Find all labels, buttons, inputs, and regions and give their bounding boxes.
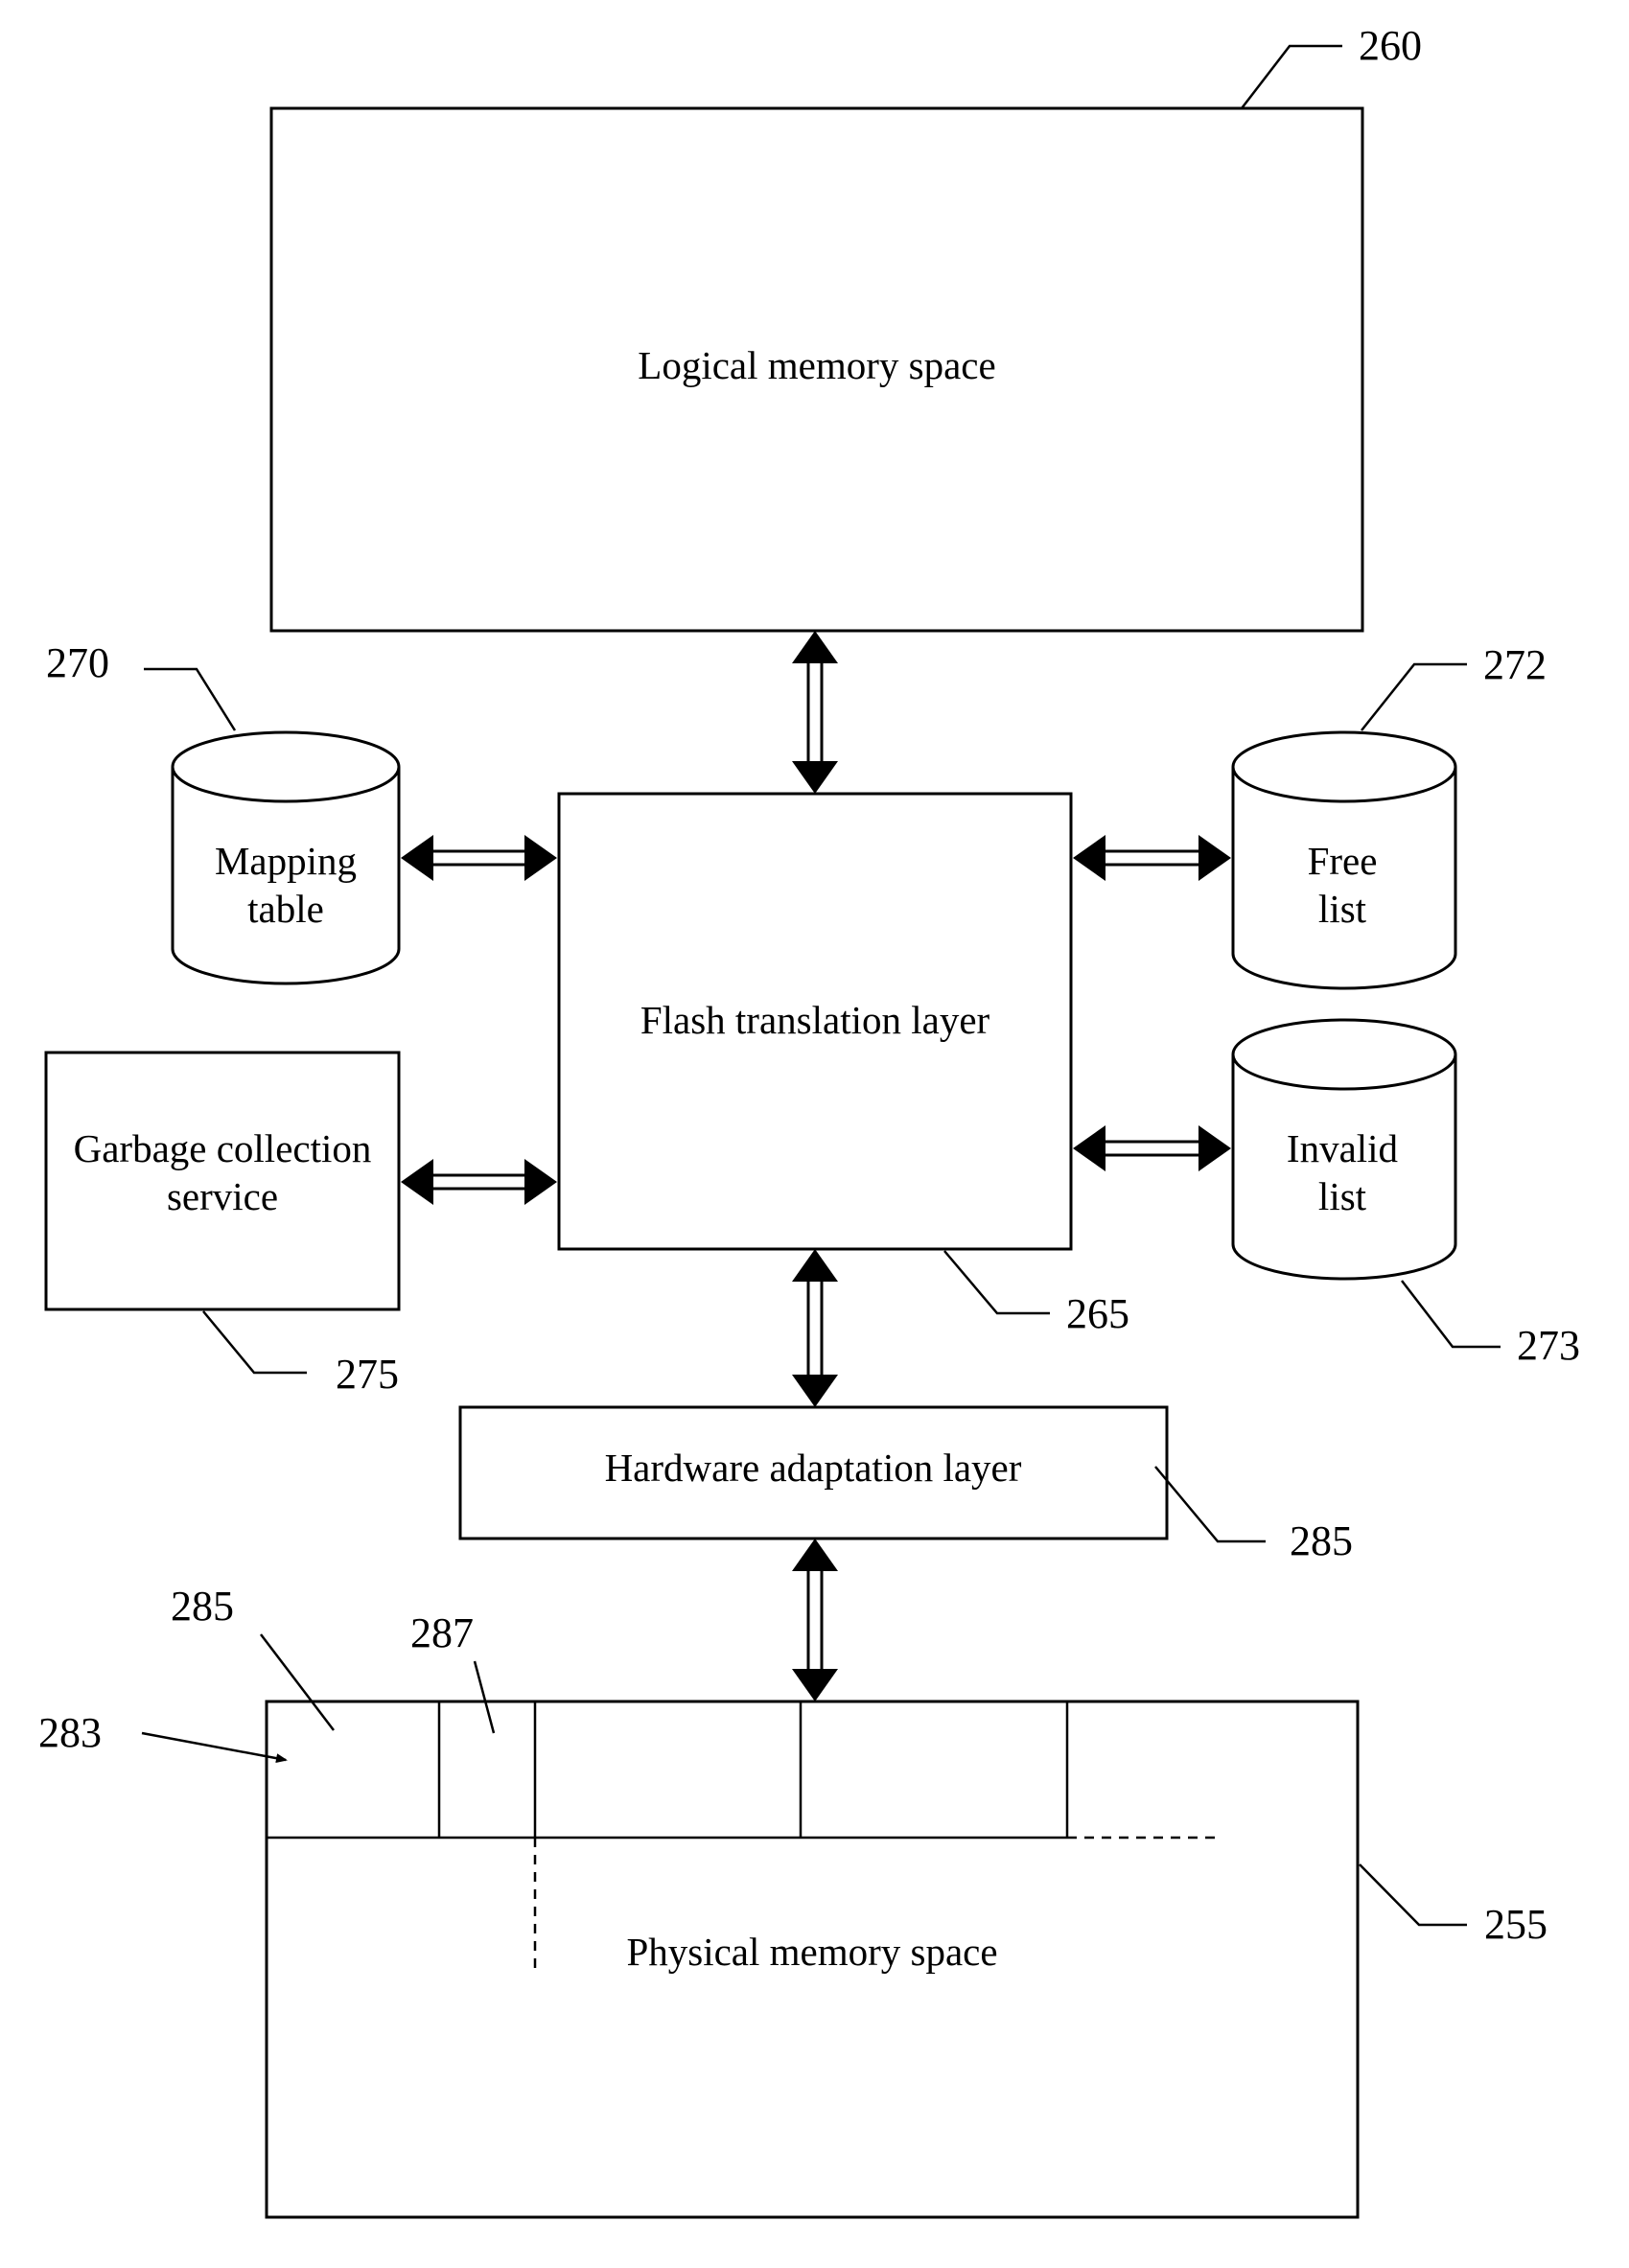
physical-memory-space-label: Physical memory space xyxy=(626,1930,997,1974)
arrow-ftl-hal xyxy=(792,1249,838,1407)
flash-translation-layer-block: Flash translation layer xyxy=(559,794,1071,1249)
arrow-mapping-ftl xyxy=(401,835,557,881)
ref-272-callout: 272 xyxy=(1361,641,1547,730)
arrow-hal-physical xyxy=(792,1539,838,1701)
arrow-gc-ftl xyxy=(401,1159,557,1205)
garbage-collection-service-block: Garbage collection service xyxy=(46,1053,399,1309)
ref-260-callout: 260 xyxy=(1242,22,1422,108)
arrow-logical-ftl xyxy=(792,631,838,794)
garbage-collection-label-line2: service xyxy=(167,1174,278,1218)
hardware-adaptation-layer-block: Hardware adaptation layer xyxy=(460,1407,1167,1539)
ref-285-hal: 285 xyxy=(1290,1517,1353,1564)
ref-283-callout: 283 xyxy=(38,1709,286,1760)
invalid-list-cylinder: Invalid list xyxy=(1233,1020,1455,1279)
flash-translation-layer-label: Flash translation layer xyxy=(640,998,990,1042)
ref-285-block: 285 xyxy=(171,1583,234,1630)
ref-255: 255 xyxy=(1484,1901,1548,1948)
free-list-label-line2: list xyxy=(1318,887,1367,931)
ref-255-callout: 255 xyxy=(1360,1864,1548,1948)
invalid-list-label-line2: list xyxy=(1318,1174,1367,1218)
mapping-table-label-line1: Mapping xyxy=(215,839,357,883)
ref-270: 270 xyxy=(46,639,109,686)
garbage-collection-label-line1: Garbage collection xyxy=(74,1126,372,1170)
physical-memory-space-block: Physical memory space xyxy=(267,1701,1358,2217)
ref-273: 273 xyxy=(1517,1322,1580,1369)
ref-275: 275 xyxy=(336,1351,399,1398)
logical-memory-space-label: Logical memory space xyxy=(638,343,995,387)
ref-287: 287 xyxy=(410,1609,474,1656)
logical-memory-space-block: Logical memory space xyxy=(271,108,1362,631)
arrow-free-ftl xyxy=(1073,835,1231,881)
free-list-cylinder: Free list xyxy=(1233,732,1455,988)
ref-273-callout: 273 xyxy=(1402,1281,1580,1369)
ref-283: 283 xyxy=(38,1709,102,1756)
ref-275-callout: 275 xyxy=(203,1311,399,1398)
ref-260: 260 xyxy=(1359,22,1422,69)
ref-265-callout: 265 xyxy=(944,1251,1129,1337)
hardware-adaptation-layer-label: Hardware adaptation layer xyxy=(605,1446,1022,1490)
free-list-label-line1: Free xyxy=(1308,839,1378,883)
ref-272: 272 xyxy=(1483,641,1547,688)
mapping-table-cylinder: Mapping table xyxy=(173,732,399,984)
invalid-list-label-line1: Invalid xyxy=(1287,1126,1398,1170)
ref-270-callout: 270 xyxy=(46,639,235,730)
arrow-invalid-ftl xyxy=(1073,1125,1231,1171)
mapping-table-label-line2: table xyxy=(247,887,324,931)
ref-265: 265 xyxy=(1066,1290,1129,1337)
ref-285-hal-callout: 285 xyxy=(1155,1467,1353,1564)
